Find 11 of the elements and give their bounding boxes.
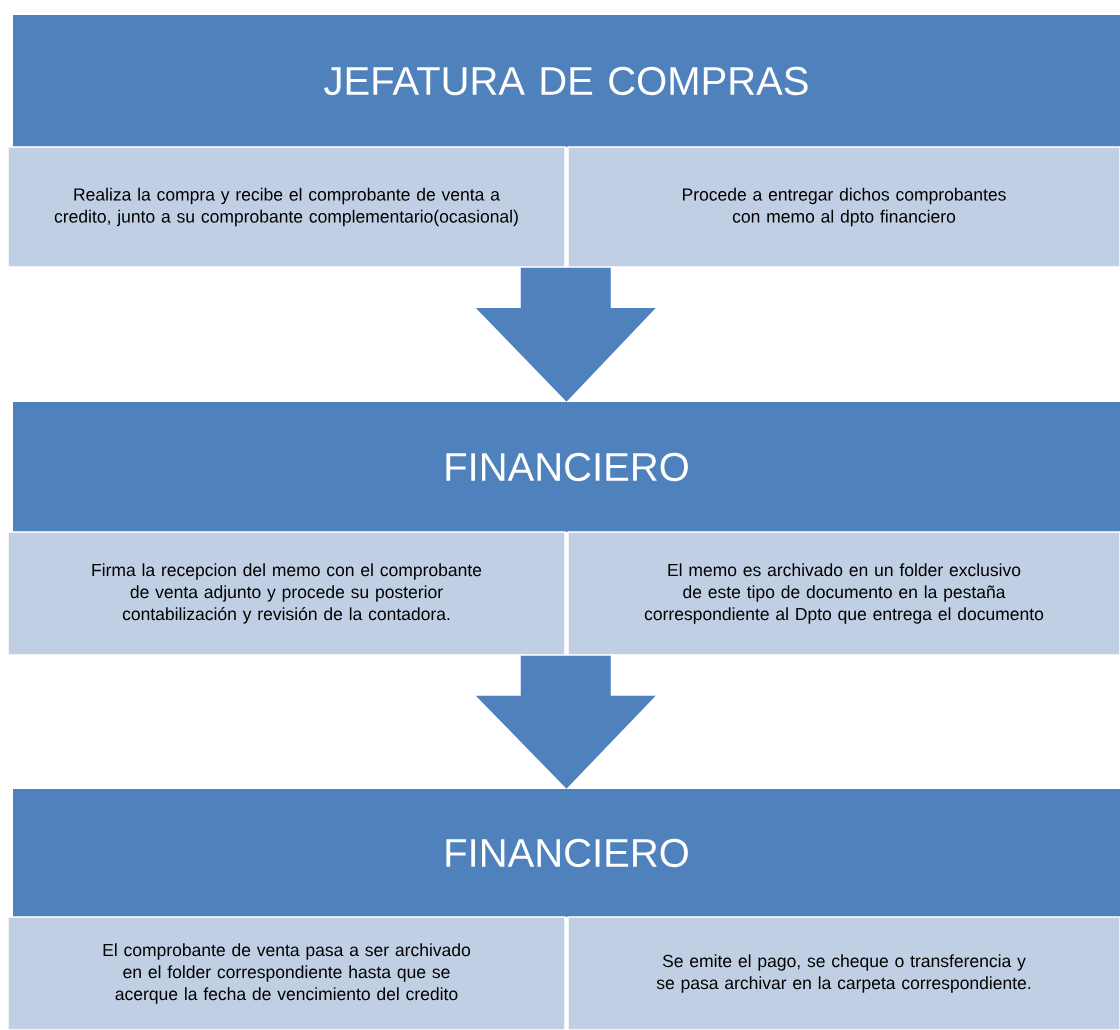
step-box: El comprobante de venta pasa a ser archivado en el folder correspondiente hasta que se acerque la fecha de vencimiento del credito: [7, 916, 566, 1030]
header-band: JEFATURA DE COMPRAS: [13, 15, 1120, 147]
step-box: Se emite el pago, se cheque o transferencia y se pasa archivar en la carpeta correspondiente.: [567, 916, 1120, 1030]
header-band: FINANCIERO: [13, 789, 1120, 917]
step-box: Procede a entregar dichos comprobantes con memo al dpto financiero: [567, 146, 1120, 268]
step-box: El memo es archivado en un folder exclusivo de este tipo de documento en la pestaña correspondiente al Dpto que entrega el documento: [567, 531, 1120, 656]
header-band: FINANCIERO: [13, 402, 1120, 532]
block-arrow: [475, 655, 656, 789]
step-box: Realiza la compra y recibe el comprobante de venta a credito, junto a su comprobante complementario(ocasional): [7, 146, 566, 268]
block-arrow: [475, 267, 656, 402]
step-box: Firma la recepcion del memo con el comprobante de venta adjunto y procede su posterior contabilización y revisión de la contadora.: [7, 531, 566, 656]
